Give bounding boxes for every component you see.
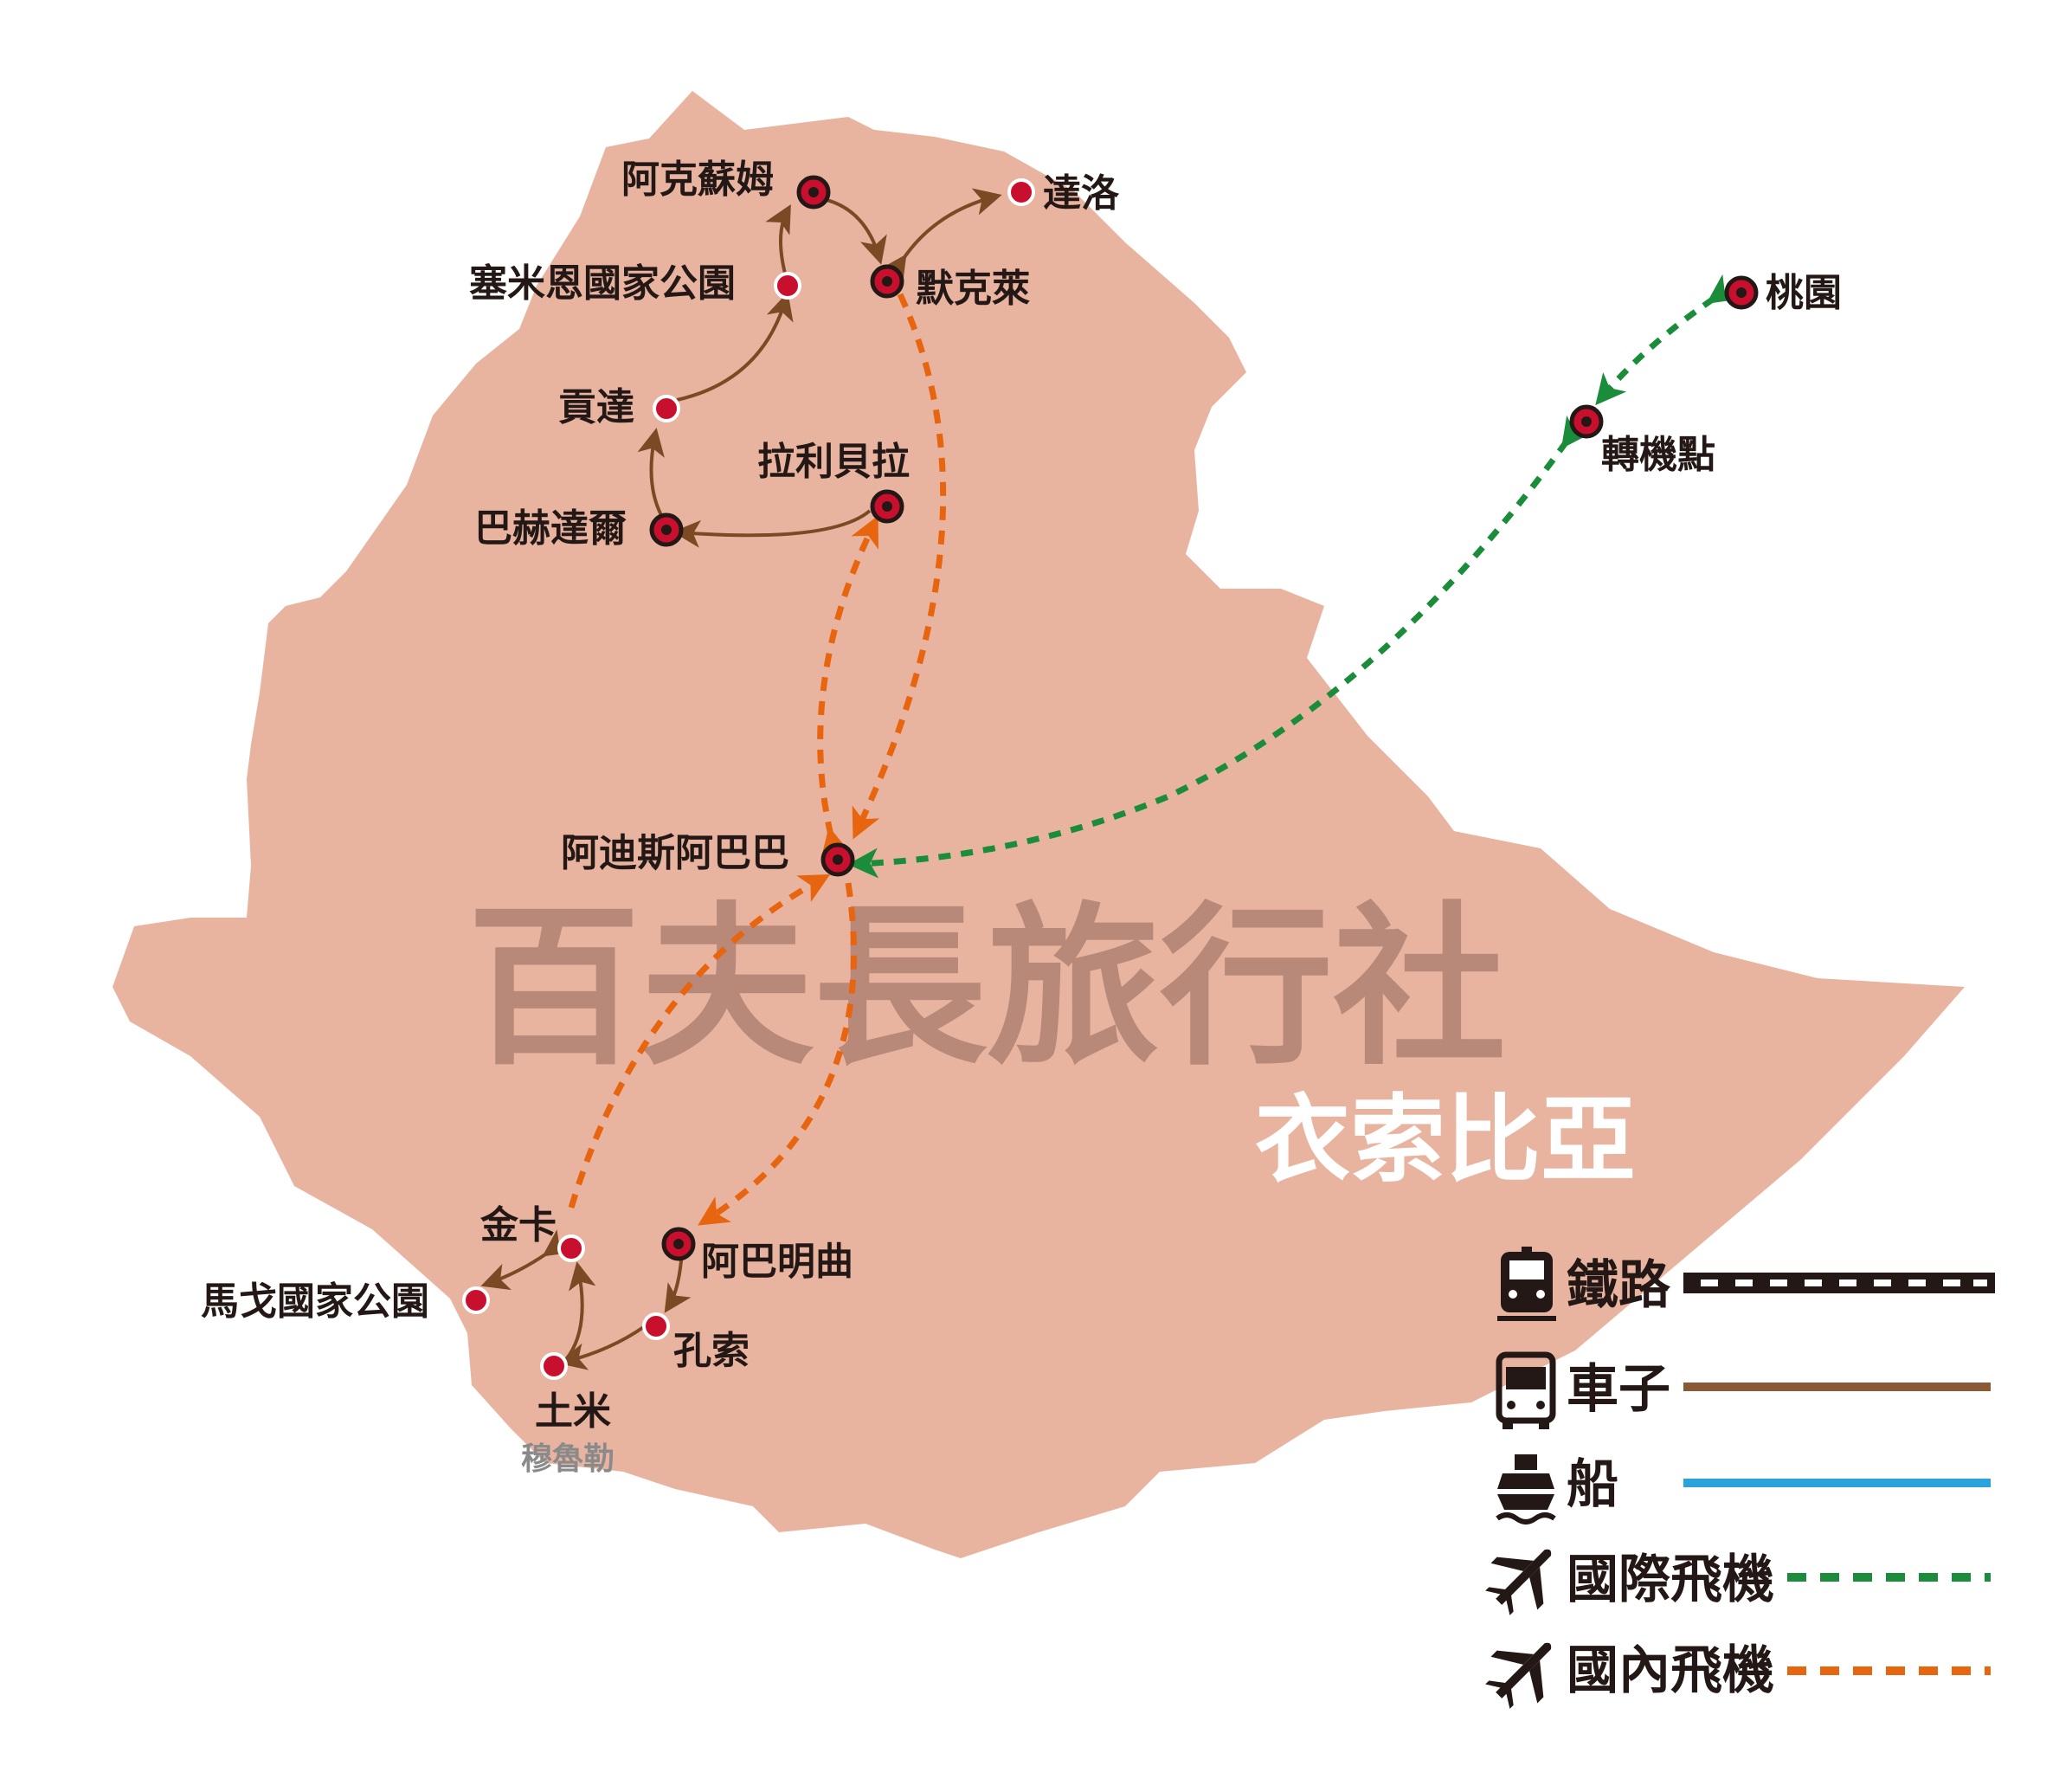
city-label-taoyuan: 桃園 [1766,271,1842,315]
city-label-mekele: 默克萊 [916,267,1030,311]
route-gondar-simien [676,292,794,402]
watermark-text: 百夫長旅行社 [467,887,1506,1089]
legend-label-intl-flight: 國際飛機 [1567,1550,1774,1610]
city-label-konso: 孔索 [673,1329,750,1373]
city-mago-np: 馬戈國家公園 [201,1279,490,1324]
city-label-bahir-dar: 巴赫達爾 [474,506,627,551]
flight-jinka-addis [568,873,831,1209]
country-name: 衣索比亞 [1255,1085,1636,1196]
overnight-marker-center [882,501,892,512]
plane-icon-international [1485,1549,1552,1615]
city-label-addis-ababa: 阿迪斯阿巴巴 [561,831,789,875]
city-transfer-point: 轉機點 [1569,404,1715,477]
city-label-lalibela: 拉利貝拉 [757,440,910,484]
legend-label-domestic-flight: 國內飛機 [1567,1640,1774,1701]
stop-marker [1007,178,1035,206]
city-label-gondar: 貢達 [558,385,634,429]
overnight-marker-center [1581,416,1592,427]
city-dalo: 達洛 [1007,171,1120,216]
international-flight-routes [847,274,1741,879]
stop-marker [557,1234,585,1262]
train-icon [1497,1247,1556,1321]
city-label-aksum: 阿克蘇姆 [621,158,774,202]
city-label-arba-minch: 阿巴明曲 [701,1240,853,1284]
city-jinka: 金卡 [479,1203,585,1262]
ship-icon [1496,1454,1556,1524]
overnight-marker-center [673,1239,684,1249]
overnight-marker-center [1736,287,1747,298]
city-simien-np: 塞米恩國家公園 [469,261,801,306]
stop-marker [642,1312,670,1340]
city-lalibela: 拉利貝拉 [757,440,910,524]
flight-transfer-addis [847,415,1592,879]
route-turmi-jinka [561,1261,596,1365]
city-taoyuan: 桃園 [1724,271,1842,315]
legend-swatch-train [1683,1273,1995,1293]
stop-marker [653,395,680,422]
flight-taoyuan-transfer [1595,274,1741,406]
city-arba-minch: 阿巴明曲 [661,1227,853,1284]
ethiopia-landmass [113,91,1965,1558]
route-bahirdar-gondar [637,428,665,518]
route-jinka-mago [480,1229,573,1291]
city-gondar: 貢達 [558,385,680,429]
city-label-simien-np: 塞米恩國家公園 [469,261,736,306]
flight-addis-arbaminch [698,882,857,1226]
overnight-marker-center [808,187,819,197]
city-label-dalo: 達洛 [1043,171,1120,216]
city-label-mago-np: 馬戈國家公園 [201,1279,429,1324]
city-aksum: 阿克蘇姆 [621,158,831,209]
plane-icon-domestic [1485,1642,1552,1709]
city-mekele: 默克萊 [870,264,1030,311]
legend-label-train: 鐵路 [1567,1255,1671,1316]
city-label-turmi: 土米 [535,1389,611,1434]
route-mekele-dalo [879,188,1002,285]
city-label-transfer-point: 轉機點 [1601,433,1715,477]
overnight-marker-center [882,276,892,287]
city-turmi: 土米 [535,1352,611,1434]
legend-label-boat: 船 [1567,1454,1618,1515]
city-konso: 孔索 [642,1312,750,1373]
legend: 鐵路 車子 船 國際飛機 國內飛機 [1485,1247,1995,1709]
stop-marker [540,1352,568,1380]
bus-icon [1496,1351,1556,1429]
overnight-marker-center [833,854,843,865]
stop-marker [774,272,801,300]
stop-marker [462,1286,490,1314]
overnight-marker-center [661,525,672,535]
city-addis-ababa: 阿迪斯阿巴巴 [561,831,855,877]
legend-label-car: 車子 [1567,1359,1670,1420]
route-konso-turmi [558,1325,647,1370]
route-simien-aksum [765,204,791,278]
city-label-jinka: 金卡 [479,1203,557,1247]
city-bahir-dar: 巴赫達爾 [474,506,684,551]
city-sublabel-turmi: 穆魯勒 [521,1441,615,1477]
